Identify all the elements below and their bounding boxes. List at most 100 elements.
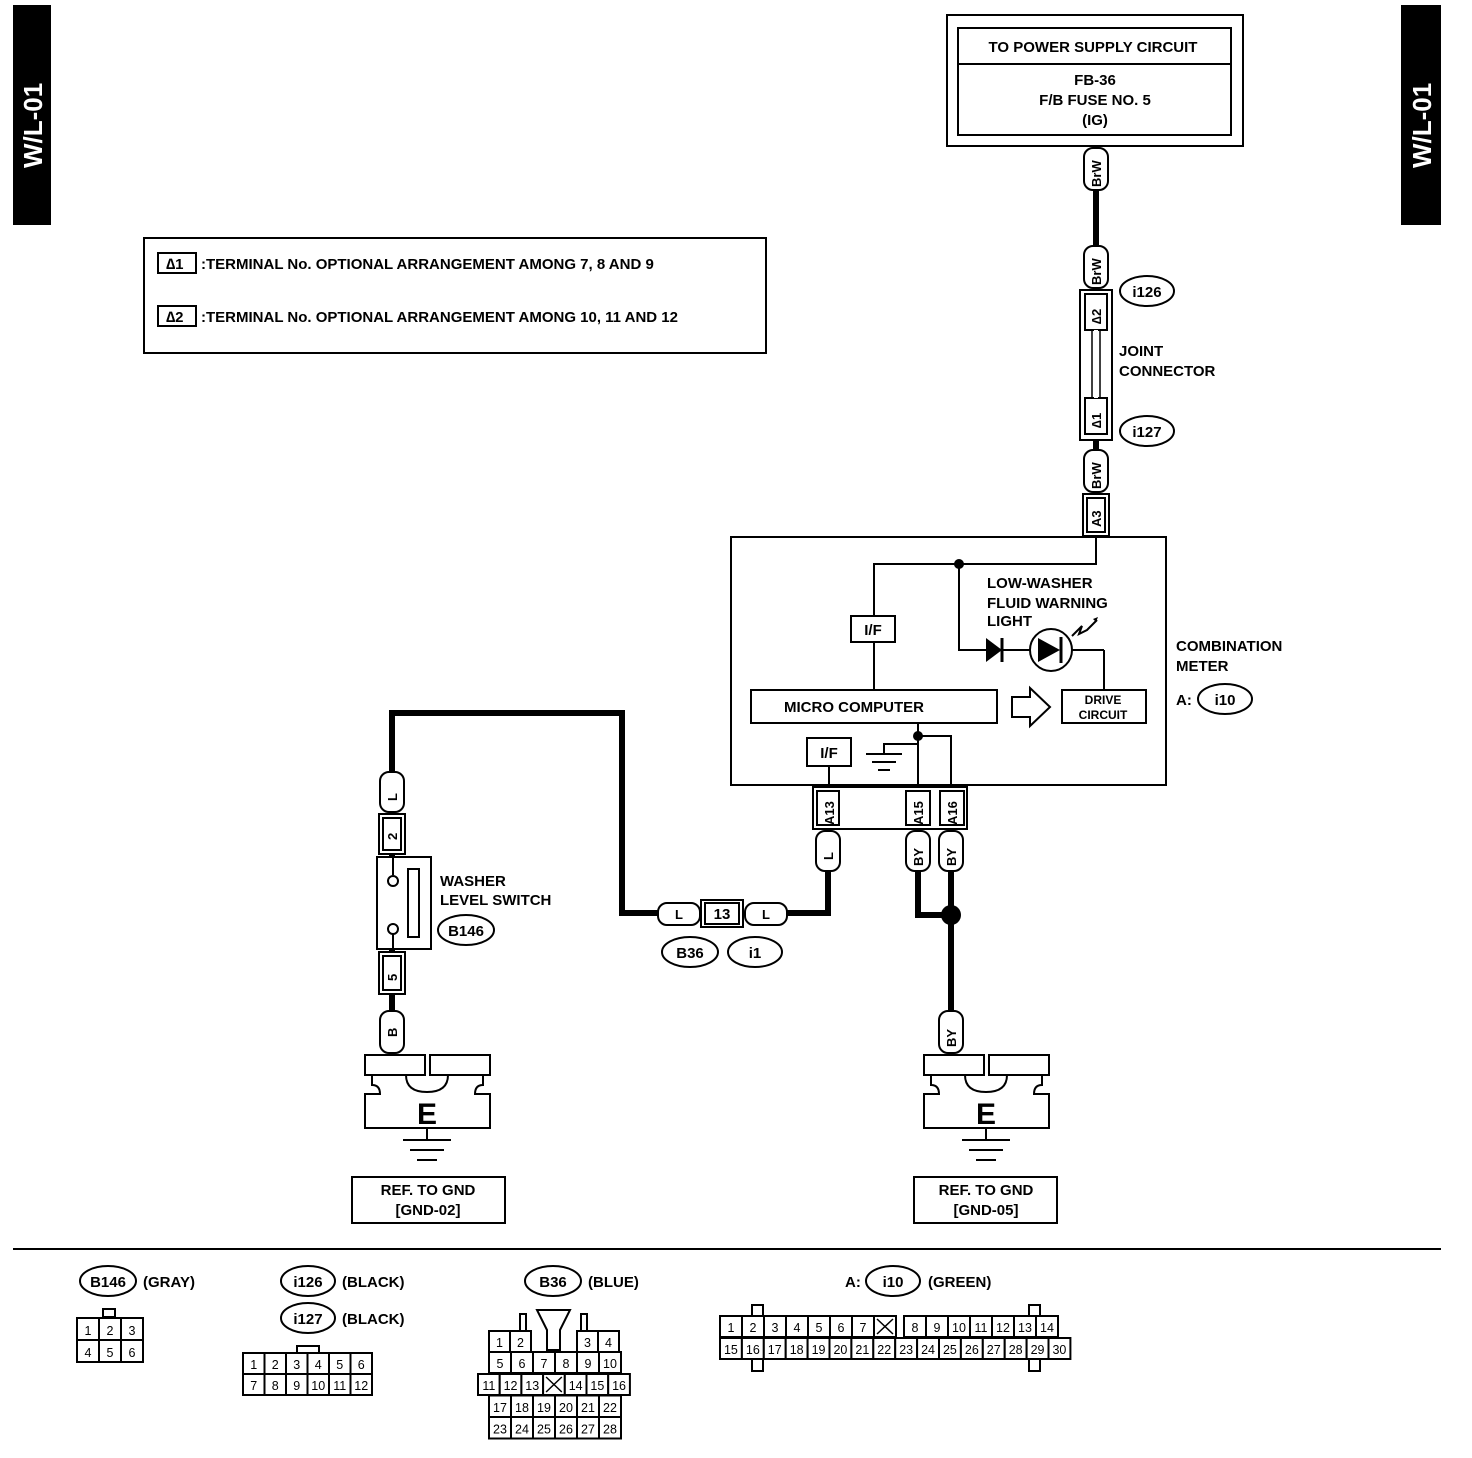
connector-tag-i126: i126 <box>1119 275 1175 307</box>
svg-text:(BLACK): (BLACK) <box>342 1311 404 1328</box>
pin-number: 30 <box>1052 1343 1066 1357</box>
pin-number: 20 <box>559 1401 573 1415</box>
svg-text:B146: B146 <box>448 923 484 940</box>
svg-text:i127: i127 <box>1132 424 1161 441</box>
svg-text:REF. TO GND: REF. TO GND <box>381 1182 476 1199</box>
connector-tag-i10: i10 <box>1197 683 1253 715</box>
pin-number: 15 <box>724 1343 738 1357</box>
pin-number: 7 <box>541 1357 548 1371</box>
pin-number: 16 <box>746 1343 760 1357</box>
pin-cell <box>349 1373 373 1396</box>
pin-number: 5 <box>107 1346 114 1360</box>
svg-text:I/F: I/F <box>820 745 838 762</box>
svg-text:i126: i126 <box>1132 284 1161 301</box>
svg-text:BrW: BrW <box>1089 160 1104 187</box>
svg-text:L: L <box>821 852 836 860</box>
pin-number: 26 <box>965 1343 979 1357</box>
pin-number: 15 <box>590 1379 604 1393</box>
meter-connector-block: A13 A15 A16 <box>812 786 968 830</box>
svg-text:i10: i10 <box>883 1274 904 1291</box>
pin-number: 19 <box>812 1343 826 1357</box>
svg-text:i10: i10 <box>1215 692 1236 709</box>
svg-text:CIRCUIT: CIRCUIT <box>1079 708 1128 722</box>
pin-number: 19 <box>537 1401 551 1415</box>
connector-key <box>296 1345 320 1354</box>
l-wire-switch <box>389 710 701 916</box>
svg-text:(GREEN): (GREEN) <box>928 1274 991 1291</box>
svg-text::TERMINAL No. OPTIONAL ARRANGE: :TERMINAL No. OPTIONAL ARRANGEMENT AMONG… <box>201 256 654 273</box>
pin-number: 6 <box>129 1346 136 1360</box>
pin-cell <box>1047 1337 1072 1360</box>
svg-text:∆2: ∆2 <box>166 309 184 326</box>
pin-number: 23 <box>899 1343 913 1357</box>
pin-number: 7 <box>250 1379 257 1393</box>
wire-label-by-a15: BY <box>905 830 931 872</box>
svg-text:5: 5 <box>385 974 400 981</box>
svg-text:∆1: ∆1 <box>1089 413 1104 428</box>
svg-text:W/L-01: W/L-01 <box>1407 83 1437 168</box>
svg-text:13: 13 <box>714 906 731 923</box>
connector-key <box>102 1308 116 1318</box>
svg-text:B36: B36 <box>539 1274 567 1291</box>
connector-tag-b36: B36 <box>661 936 719 968</box>
svg-text:LOW-WASHER: LOW-WASHER <box>987 575 1093 592</box>
svg-text:∆1: ∆1 <box>166 256 184 273</box>
pin-cell <box>598 1416 622 1440</box>
svg-text:i127: i127 <box>293 1311 322 1328</box>
svg-text:DRIVE: DRIVE <box>1085 693 1122 707</box>
relay-connector-13: 13 <box>700 899 744 928</box>
pin-number: 24 <box>921 1343 935 1357</box>
pin-number: 11 <box>333 1379 346 1393</box>
svg-text:LIGHT: LIGHT <box>987 613 1032 630</box>
pin-number: 6 <box>838 1321 845 1335</box>
svg-text:(GRAY): (GRAY) <box>143 1274 195 1291</box>
pin-number: 18 <box>515 1401 529 1415</box>
pin-number: 5 <box>336 1358 343 1372</box>
page-tag-right: W/L-01 <box>1401 5 1441 225</box>
washer-level-switch: 2 5 WASHER LEVEL SWITCH <box>376 813 551 995</box>
svg-text:L: L <box>675 907 683 922</box>
pin-number: 22 <box>603 1401 617 1415</box>
pin-number: 8 <box>912 1321 919 1335</box>
pin-number: 2 <box>517 1336 524 1350</box>
svg-text:B: B <box>385 1028 400 1037</box>
joint-connector: ∆2 ∆1 JOINT CONNECTOR <box>1079 289 1216 441</box>
pin-number: 12 <box>354 1379 368 1393</box>
empty-pin-mark <box>545 1376 563 1393</box>
svg-text:L: L <box>385 793 400 801</box>
pin-number: 4 <box>794 1321 801 1335</box>
pin-number: 2 <box>750 1321 757 1335</box>
ground-terminal-2: E REF. TO GND [GND-05] <box>913 1054 1058 1224</box>
pin-number: 11 <box>975 1321 988 1335</box>
svg-text:A3: A3 <box>1089 510 1104 527</box>
svg-text:(BLACK): (BLACK) <box>342 1274 404 1291</box>
splice-point <box>941 905 961 925</box>
pin-number: 2 <box>272 1358 279 1372</box>
pin-number: 3 <box>772 1321 779 1335</box>
pin-number: 10 <box>603 1357 617 1371</box>
svg-text:i1: i1 <box>749 945 762 962</box>
pin-number: 25 <box>537 1423 551 1437</box>
wire-label-l-right: L <box>744 902 788 926</box>
svg-text:CONNECTOR: CONNECTOR <box>1119 363 1216 380</box>
svg-text:(IG): (IG) <box>1082 112 1108 129</box>
pin-number: 25 <box>943 1343 957 1357</box>
pin-number: 27 <box>987 1343 1001 1357</box>
pin-number: 28 <box>603 1423 617 1437</box>
wire-label-b: B <box>379 1010 405 1054</box>
pin-cell <box>120 1339 144 1363</box>
wire-label-brw-2: BrW <box>1083 245 1109 289</box>
pin-number: 3 <box>129 1324 136 1338</box>
wire-label-l-left: L <box>657 902 701 926</box>
pin-number: 11 <box>482 1379 495 1393</box>
wire-label-by-ground: BY <box>938 1010 964 1054</box>
svg-text:BrW: BrW <box>1089 462 1104 489</box>
svg-text:A:: A: <box>845 1274 861 1291</box>
pin-number: 5 <box>816 1321 823 1335</box>
svg-text:i126: i126 <box>293 1274 322 1291</box>
combination-meter: LOW-WASHER FLUID WARNING LIGHT I/F MICRO… <box>730 536 1282 790</box>
pin-number: 17 <box>768 1343 782 1357</box>
